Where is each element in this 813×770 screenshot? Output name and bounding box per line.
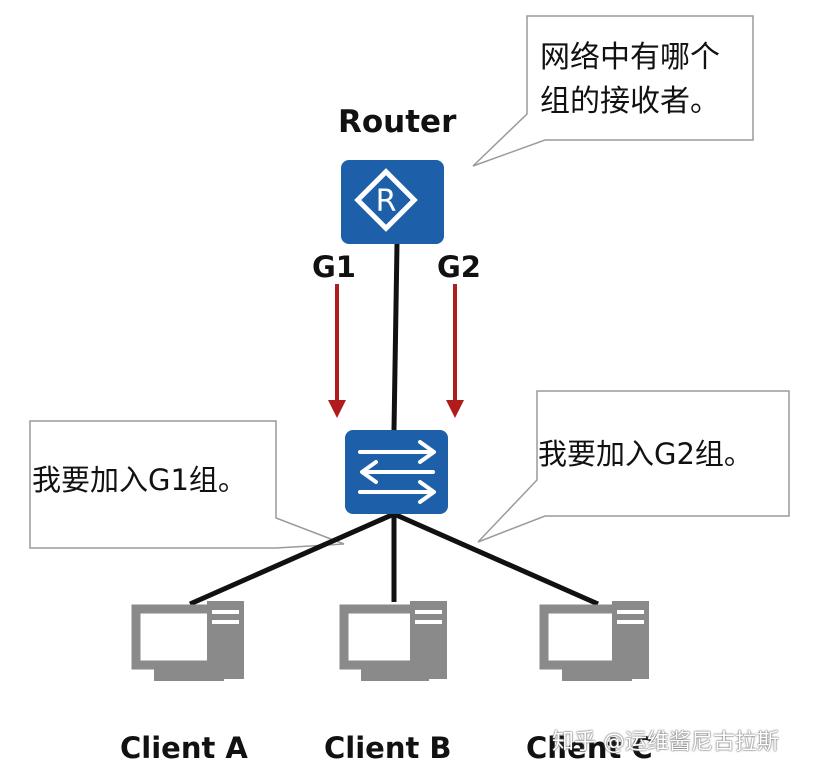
client-c-pc-icon	[539, 601, 649, 681]
router-bubble-line-2: 组的接收者。	[540, 84, 720, 119]
router-icon: R	[341, 160, 444, 244]
router-speech-bubble	[472, 15, 754, 167]
g2-label: G2	[437, 250, 481, 284]
switch-icon	[345, 430, 448, 514]
g2-arrow	[446, 284, 464, 418]
watermark-text: 知乎 @运维酱尼古拉斯	[552, 730, 779, 755]
client-b-pc-icon	[339, 601, 447, 681]
right-speech-bubble	[477, 390, 790, 543]
switch-client-c-link	[392, 511, 600, 607]
g1-label: G1	[312, 250, 356, 284]
right-bubble-text: 我要加入G2组。	[538, 437, 753, 471]
client-a-pc-icon	[131, 601, 244, 681]
client-b-label: Client B	[324, 731, 452, 765]
router-switch-link	[391, 243, 400, 431]
router-bubble-text: 网络中有哪个 组的接收者。	[540, 36, 720, 124]
switch-client-a-link	[188, 511, 396, 607]
client-c-label: Client C	[526, 731, 653, 765]
svg-text:R: R	[376, 184, 397, 219]
router-label: Router	[338, 104, 457, 140]
g1-arrow	[328, 284, 346, 418]
left-bubble-text: 我要加入G1组。	[32, 463, 247, 497]
router-bubble-line-1: 网络中有哪个	[540, 40, 720, 75]
client-a-label: Client A	[120, 731, 248, 765]
left-speech-bubble	[29, 420, 345, 549]
